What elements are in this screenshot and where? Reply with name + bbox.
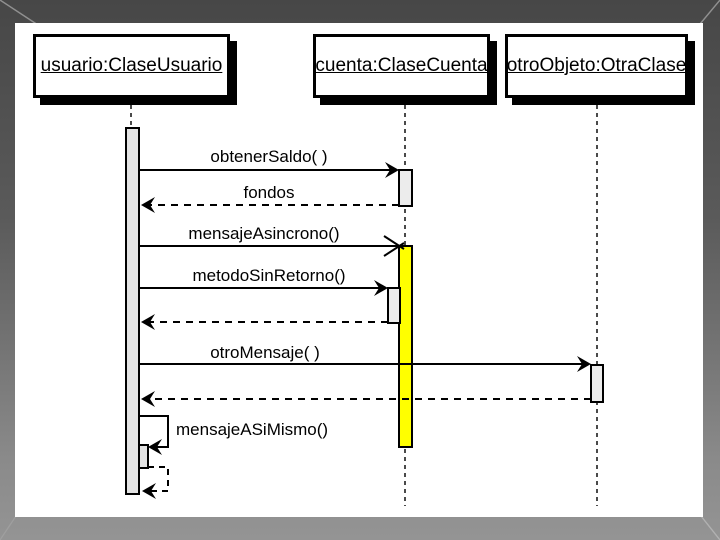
message-line-self-call [139, 415, 169, 448]
arrowhead-sin-retorno [374, 280, 388, 296]
corner-line-bottom-right [700, 515, 720, 540]
activation-bar-cuenta-asincrono-highlight [398, 245, 413, 448]
message-label-obtener-saldo: obtenerSaldo( ) [210, 147, 328, 166]
lifeline-head-cuenta: cuenta:ClaseCuenta [313, 34, 490, 98]
arrowhead-asincrono-lower [383, 242, 405, 257]
arrowhead-return-otro-mensaje [141, 391, 155, 407]
activation-bar-otro-objeto [590, 364, 604, 403]
arrowhead-asincrono-upper [383, 235, 405, 250]
arrowhead-fondos-return [141, 197, 155, 213]
message-label-asincrono: mensajeAsincrono() [188, 224, 340, 243]
message-label-fondos: fondos [243, 183, 295, 202]
activation-bar-usuario [125, 127, 140, 495]
arrowhead-self-call [148, 439, 162, 455]
message-label-sin-retorno: metodoSinRetorno() [192, 266, 346, 285]
lifeline-label-otro-objeto: otroObjeto:OtraClase [506, 55, 687, 76]
message-label-otro-mensaje: otroMensaje( ) [210, 343, 320, 362]
corner-line-top-right [699, 0, 720, 25]
message-label-self-call: mensajeASiMismo() [176, 420, 329, 439]
arrowhead-otro-mensaje [577, 356, 591, 372]
activation-bar-cuenta-obtener-saldo [398, 169, 413, 207]
arrowhead-return-sin-retorno [141, 314, 155, 330]
activation-bar-cuenta-metodo-sin-retorno [387, 287, 401, 324]
corner-line-top-left [0, 0, 39, 26]
lifeline-label-cuenta: cuenta:ClaseCuenta [315, 55, 488, 76]
lifeline-head-usuario: usuario:ClaseUsuario [33, 34, 230, 98]
corner-line-bottom-left [0, 515, 17, 540]
activation-bar-usuario-self-nested [138, 444, 149, 469]
lifeline-label-usuario: usuario:ClaseUsuario [40, 55, 223, 76]
lifeline-head-otro-objeto: otroObjeto:OtraClase [505, 34, 688, 98]
arrowhead-obtener-saldo [385, 162, 399, 178]
arrowhead-self-return [142, 483, 156, 499]
